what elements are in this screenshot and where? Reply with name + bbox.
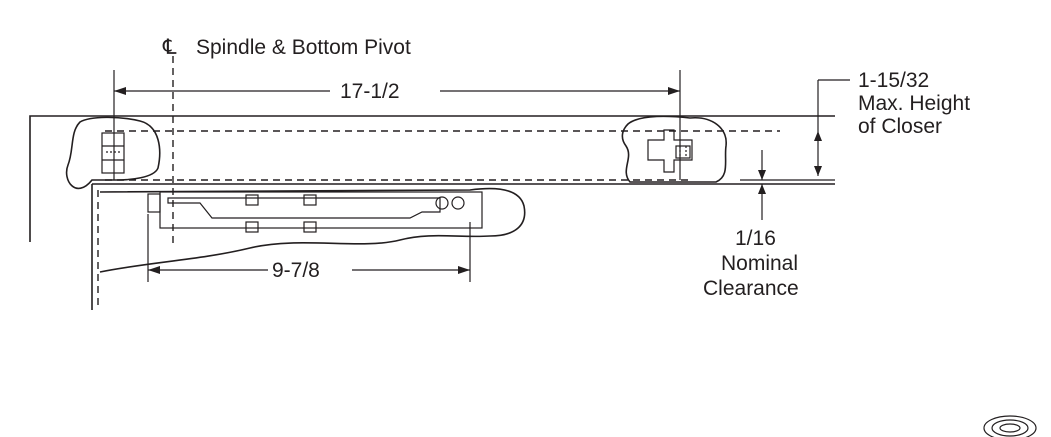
arm-assembly bbox=[99, 187, 526, 273]
clearance-label-line1: 1/16 bbox=[735, 227, 776, 250]
dimension-arm bbox=[147, 214, 471, 282]
right-header-break bbox=[621, 115, 727, 183]
height-label-line3: of Closer bbox=[858, 115, 942, 138]
arm-dimension-label: 9-7/8 bbox=[272, 259, 320, 282]
height-label-line2: Max. Height bbox=[858, 92, 970, 115]
ring-logo-icon bbox=[983, 415, 1037, 437]
height-label-line1: 1-15/32 bbox=[858, 69, 929, 92]
left-header-break bbox=[65, 116, 161, 190]
door-frame bbox=[29, 115, 835, 242]
spindle-symbol: ℄ bbox=[162, 36, 177, 59]
dimension-overall-label: 17-1/2 bbox=[340, 80, 400, 103]
closer-body bbox=[105, 130, 780, 181]
dimension-overall bbox=[113, 70, 681, 180]
clearance-label-line3: Clearance bbox=[703, 277, 799, 300]
spindle-label: Spindle & Bottom Pivot bbox=[196, 36, 411, 59]
dimension-clearance bbox=[758, 150, 766, 220]
clearance-label-line2: Nominal bbox=[721, 252, 798, 275]
door-edge bbox=[91, 183, 835, 310]
dimension-height bbox=[814, 79, 850, 176]
